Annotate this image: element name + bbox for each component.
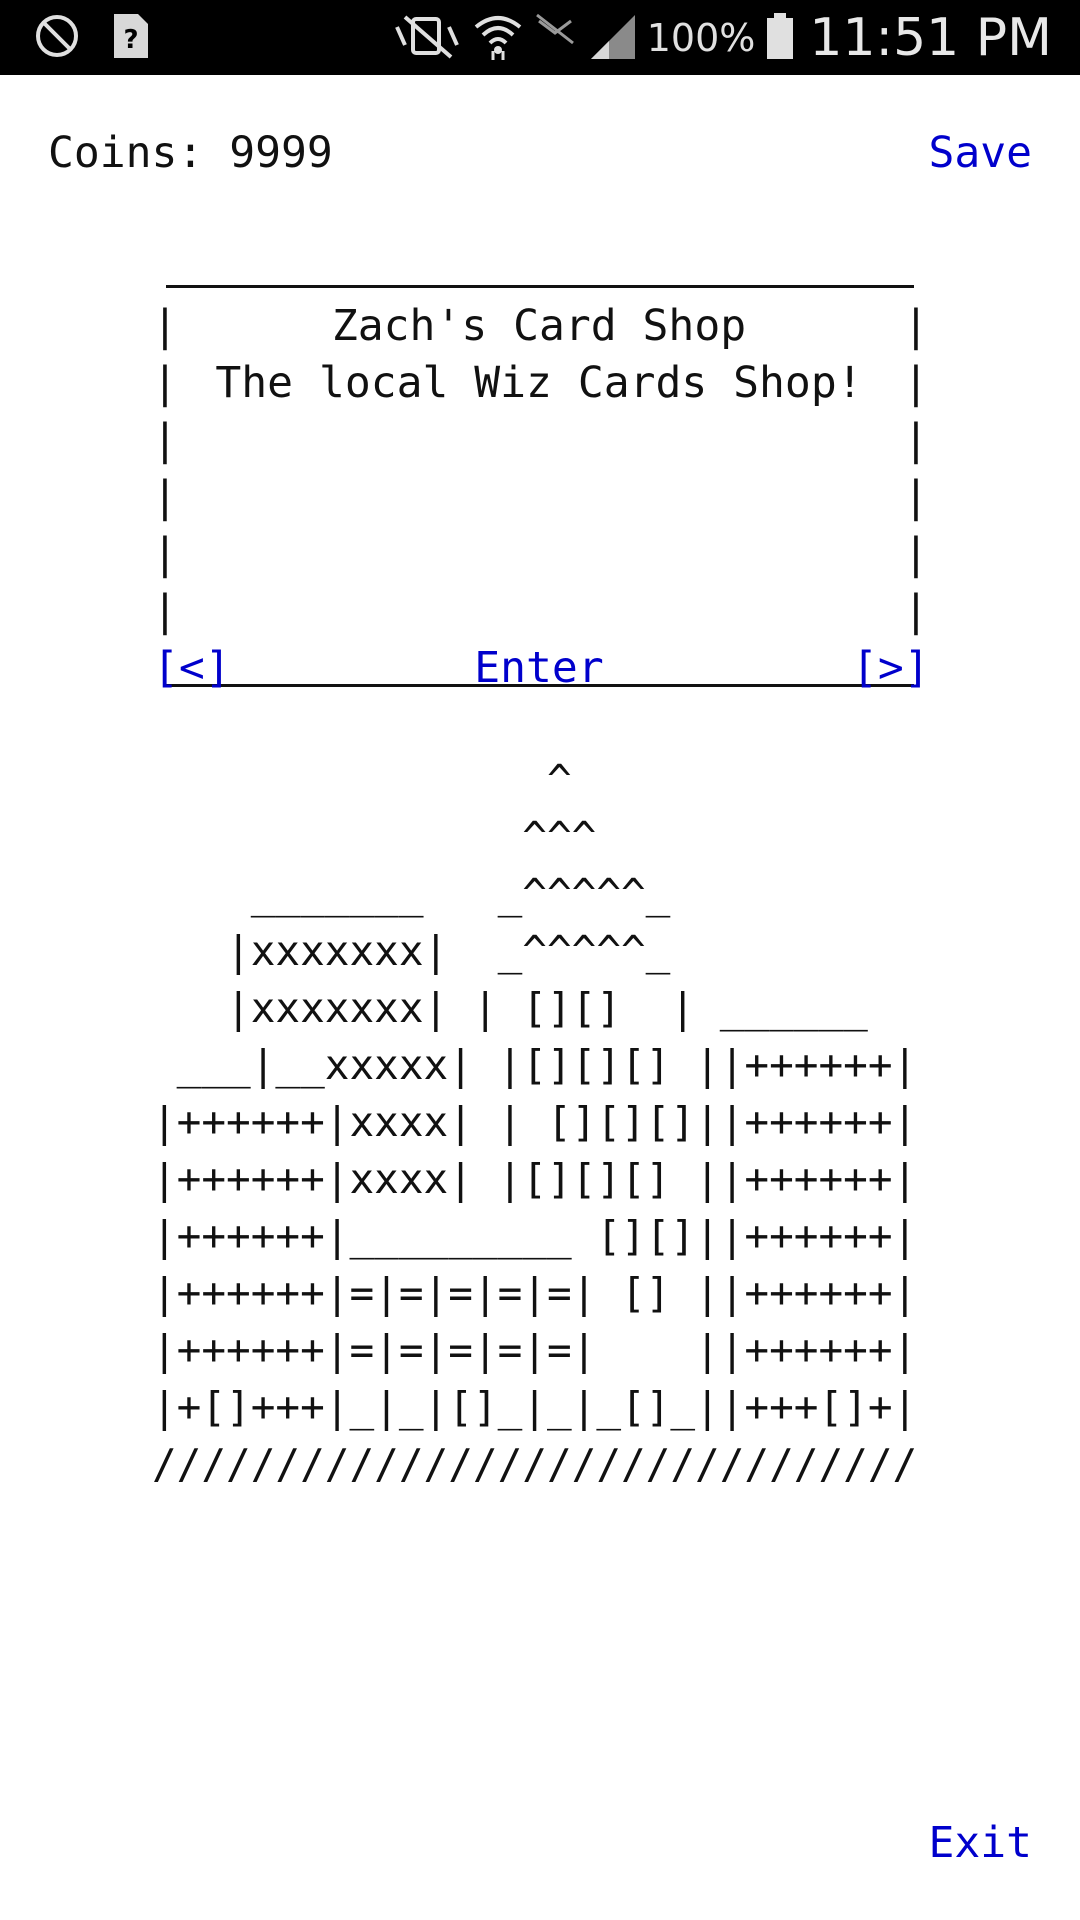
battery-icon bbox=[765, 11, 795, 65]
enter-button-row: Enter bbox=[163, 640, 915, 697]
sign-right-border: | | | | | | bbox=[903, 301, 929, 636]
blocked-icon bbox=[34, 13, 80, 63]
sign-bottom-border bbox=[166, 684, 914, 687]
unknown-app-icon: ? bbox=[110, 12, 150, 64]
shop-title: Zach's Card Shop bbox=[331, 301, 747, 351]
battery-percent: 100% bbox=[646, 15, 756, 60]
sign-left-border: | | | | | | bbox=[152, 301, 178, 636]
svg-text:?: ? bbox=[123, 25, 138, 55]
sign-top-border bbox=[166, 285, 914, 288]
save-button[interactable]: Save bbox=[928, 128, 1032, 178]
data-off-icon bbox=[533, 13, 577, 63]
next-shop-button[interactable]: [>] bbox=[852, 643, 930, 693]
status-bar: ? bbox=[0, 0, 1080, 75]
enter-button[interactable]: Enter bbox=[474, 643, 604, 693]
previous-shop-button[interactable]: [<] bbox=[153, 643, 231, 693]
status-bar-left: ? bbox=[34, 14, 180, 62]
signal-icon bbox=[587, 11, 637, 65]
clock: 11:51 PM bbox=[809, 7, 1052, 68]
exit-button[interactable]: Exit bbox=[928, 1818, 1032, 1868]
coins-counter: Coins: 9999 bbox=[48, 128, 333, 178]
town-ascii-art: ^ ^^^ _______ _^^^^^_ |xxxxxxx| _^^^^^_ … bbox=[152, 756, 918, 1488]
status-bar-right: 100% 11:51 PM bbox=[381, 0, 1052, 75]
vibrate-mute-icon bbox=[391, 13, 463, 63]
shop-subtitle: The local Wiz Cards Shop! bbox=[215, 358, 863, 408]
wifi-icon bbox=[473, 11, 523, 65]
